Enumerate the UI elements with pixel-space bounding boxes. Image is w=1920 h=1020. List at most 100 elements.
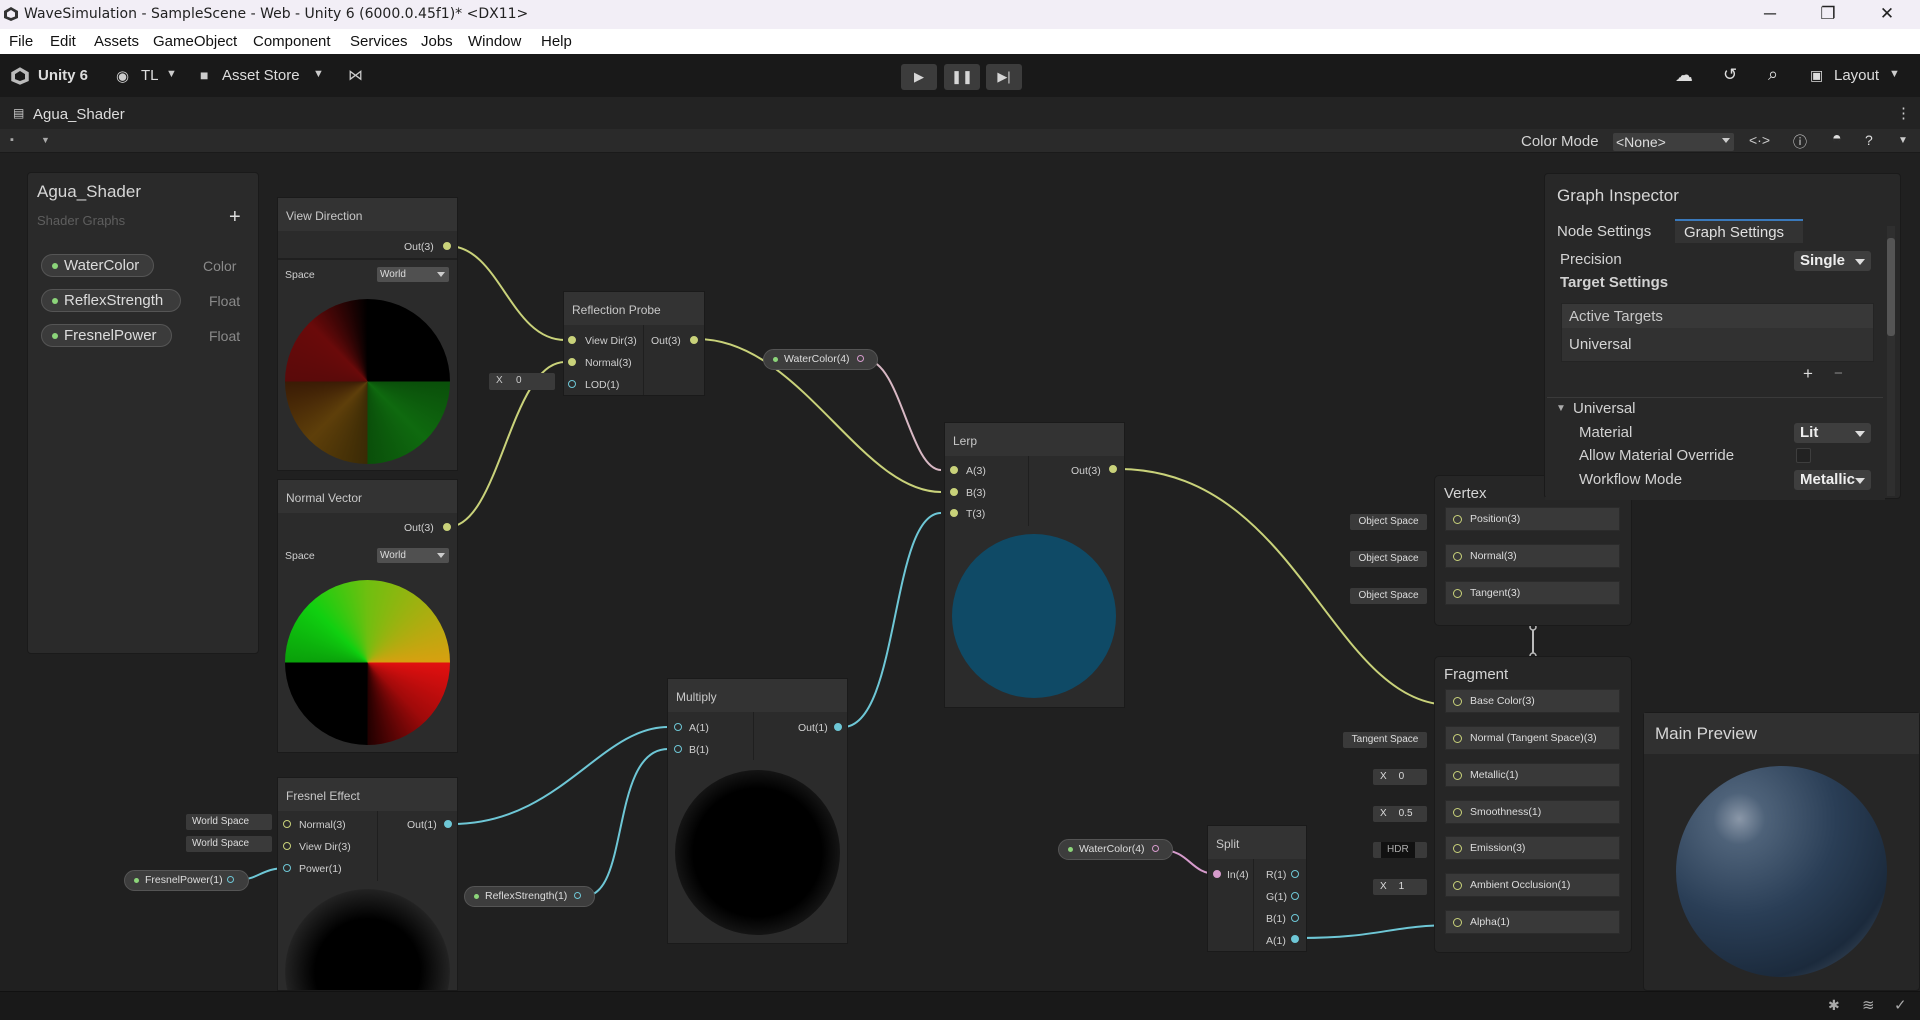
property-reflexstrength[interactable]: ReflexStrength xyxy=(41,289,181,312)
lod-input[interactable]: X 0 xyxy=(489,373,555,390)
output-port[interactable] xyxy=(443,242,451,250)
fresnelpower-property-node[interactable]: FresnelPower(1) xyxy=(124,870,249,891)
input-port[interactable] xyxy=(950,488,958,496)
output-port[interactable] xyxy=(1291,935,1299,943)
output-port[interactable] xyxy=(444,820,452,828)
layers-icon[interactable]: ≋ xyxy=(1862,997,1875,1014)
chevron-down-icon[interactable]: ▼ xyxy=(41,135,50,145)
normal-space-input[interactable]: World Space xyxy=(186,814,272,830)
input-port[interactable] xyxy=(283,864,291,872)
restore-icon[interactable]: ❐ xyxy=(1820,4,1836,23)
output-port[interactable] xyxy=(1152,845,1159,852)
inspector-scrollbar[interactable] xyxy=(1887,226,1895,496)
watercolor-property-node[interactable]: WaterColor(4) xyxy=(763,349,878,370)
account-button[interactable]: ◉ TL ▼ xyxy=(116,66,178,88)
output-port[interactable] xyxy=(443,523,451,531)
fragment-normal-block[interactable]: Normal (Tangent Space)(3) xyxy=(1445,726,1620,750)
universal-section-heading[interactable]: Universal xyxy=(1573,400,1636,417)
output-port[interactable] xyxy=(227,876,234,883)
close-icon[interactable]: ✕ xyxy=(1879,4,1895,23)
color-mode-dropdown[interactable]: <None> xyxy=(1613,133,1734,151)
vertex-position-block[interactable]: Position(3) xyxy=(1445,507,1620,531)
remove-target-button[interactable]: − xyxy=(1834,365,1843,382)
input-port[interactable] xyxy=(1213,870,1221,878)
save-icon[interactable]: ▪ xyxy=(10,134,14,146)
main-preview-sphere[interactable] xyxy=(1676,766,1887,977)
space-dropdown[interactable]: World xyxy=(377,548,449,563)
cloud-icon[interactable]: ☁ xyxy=(1675,65,1693,85)
property-watercolor[interactable]: WaterColor xyxy=(41,254,154,277)
output-port[interactable] xyxy=(834,723,842,731)
bug-icon[interactable]: ✱ xyxy=(1828,997,1840,1013)
check-circle-icon[interactable]: ✓ xyxy=(1894,997,1907,1014)
menu-component[interactable]: Component xyxy=(253,33,331,50)
precision-dropdown[interactable]: Single xyxy=(1794,251,1871,271)
output-port[interactable] xyxy=(574,892,581,899)
fragment-basecolor-block[interactable]: Base Color(3) xyxy=(1445,689,1620,713)
search-icon[interactable]: ⌕ xyxy=(1768,64,1779,84)
minimize-icon[interactable]: ─ xyxy=(1763,4,1777,23)
material-dropdown[interactable]: Lit xyxy=(1794,423,1871,443)
play-button[interactable]: ▶ xyxy=(901,64,937,90)
vertex-context[interactable]: Vertex Position(3) Normal(3) Tangent(3) xyxy=(1434,475,1632,626)
input-port[interactable] xyxy=(950,466,958,474)
fragment-context[interactable]: Fragment Base Color(3) Normal (Tangent S… xyxy=(1434,656,1632,953)
split-node[interactable]: Split xyxy=(1207,825,1307,952)
menu-help[interactable]: Help xyxy=(541,33,572,50)
tangent-space-input[interactable]: Object Space xyxy=(1350,588,1427,604)
pause-button[interactable]: ❚❚ xyxy=(944,64,980,90)
input-port[interactable] xyxy=(568,380,576,388)
input-port[interactable] xyxy=(568,358,576,366)
normal-tangent-space-input[interactable]: Tangent Space xyxy=(1343,732,1427,748)
history-icon[interactable]: ↺ xyxy=(1723,65,1738,84)
tab-graph-settings[interactable]: Graph Settings xyxy=(1675,219,1803,243)
info-icon[interactable]: ⓘ xyxy=(1793,134,1807,150)
target-item-universal[interactable]: Universal xyxy=(1569,336,1632,353)
fresnel-effect-node[interactable]: Fresnel Effect xyxy=(277,777,458,991)
menu-jobs[interactable]: Jobs xyxy=(421,33,453,50)
reflexstrength-property-node[interactable]: ReflexStrength(1) xyxy=(464,886,595,907)
triangle-down-icon[interactable]: ▼ xyxy=(1556,403,1566,414)
menu-window[interactable]: Window xyxy=(468,33,522,50)
input-port[interactable] xyxy=(283,820,291,828)
tab-node-settings[interactable]: Node Settings xyxy=(1557,223,1652,240)
menu-assets[interactable]: Assets xyxy=(94,33,140,50)
watercolor-property-node[interactable]: WaterColor(4) xyxy=(1058,839,1173,860)
output-port[interactable] xyxy=(1291,870,1299,878)
fragment-ao-block[interactable]: Ambient Occlusion(1) xyxy=(1445,873,1620,897)
input-port[interactable] xyxy=(674,745,682,753)
scrollbar-thumb[interactable] xyxy=(1887,238,1895,336)
input-port[interactable] xyxy=(568,336,576,344)
output-port[interactable] xyxy=(1109,465,1117,473)
workflow-mode-dropdown[interactable]: Metallic xyxy=(1794,470,1871,490)
reflection-probe-node[interactable]: Reflection Probe xyxy=(563,291,705,396)
vertex-tangent-block[interactable]: Tangent(3) xyxy=(1445,581,1620,605)
fragment-alpha-block[interactable]: Alpha(1) xyxy=(1445,910,1620,934)
menu-edit[interactable]: Edit xyxy=(50,33,76,50)
menu-services[interactable]: Services xyxy=(350,33,408,50)
tab-agua-shader[interactable]: Agua_Shader xyxy=(33,106,125,123)
output-port[interactable] xyxy=(857,355,864,362)
output-port[interactable] xyxy=(690,336,698,344)
viewdir-space-input[interactable]: World Space xyxy=(186,836,272,852)
add-property-button[interactable]: + xyxy=(229,206,241,228)
menu-file[interactable]: File xyxy=(9,33,34,50)
output-port[interactable] xyxy=(1291,892,1299,900)
fragment-metallic-block[interactable]: Metallic(1) xyxy=(1445,763,1620,787)
step-button[interactable]: ▶| xyxy=(986,64,1022,90)
input-port[interactable] xyxy=(950,509,958,517)
vertex-normal-block[interactable]: Normal(3) xyxy=(1445,544,1620,568)
output-port[interactable] xyxy=(1291,914,1299,922)
fragment-smoothness-block[interactable]: Smoothness(1) xyxy=(1445,800,1620,824)
input-port[interactable] xyxy=(674,723,682,731)
layout-dropdown[interactable]: ▣ Layout ▼ xyxy=(1810,66,1910,88)
add-target-button[interactable]: + xyxy=(1803,364,1813,383)
space-dropdown[interactable]: World xyxy=(377,267,449,282)
property-fresnelpower[interactable]: FresnelPower xyxy=(41,324,172,347)
help-icon[interactable]: ? xyxy=(1865,132,1873,148)
asset-store-button[interactable]: ■ Asset Store ▼ xyxy=(200,66,328,88)
menu-gameobject[interactable]: GameObject xyxy=(153,33,238,50)
